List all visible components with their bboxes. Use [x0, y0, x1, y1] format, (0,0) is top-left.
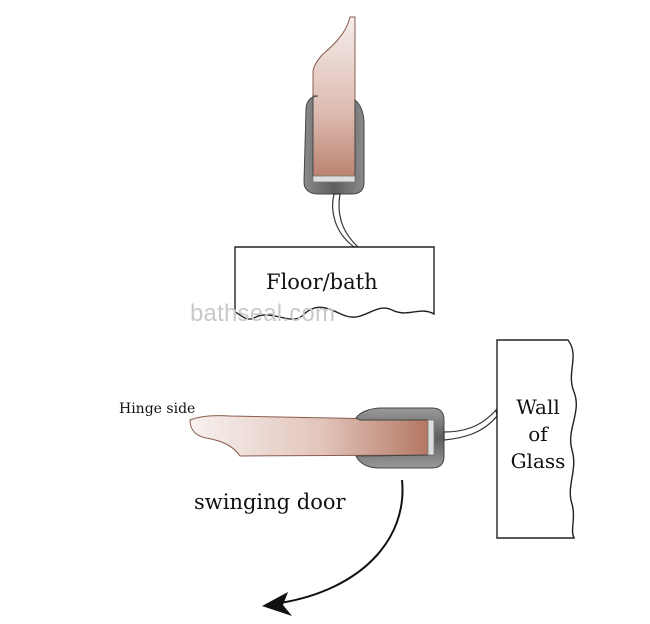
bottom-seal-profile: [303, 95, 365, 195]
wall-of-glass-box: [496, 339, 577, 539]
wall-label-line3: Glass: [510, 449, 566, 473]
watermark: bathseal.com: [190, 300, 336, 327]
hinge-side-label: Hinge side: [119, 401, 196, 417]
floor-bath-box: [234, 246, 435, 320]
side-seal-profile: [355, 407, 445, 469]
horizontal-glass-door: [189, 415, 433, 457]
swinging-door-label: swinging door: [194, 490, 346, 514]
floor-bath-label: Floor/bath: [266, 270, 378, 294]
side-seal-fin: [443, 408, 498, 441]
swing-direction-arrow: [262, 479, 404, 616]
wall-label-line2: of: [528, 422, 548, 446]
vertical-glass-panel: [312, 16, 356, 181]
wall-of-glass-label: Wall of Glass: [503, 394, 573, 475]
wall-label-line1: Wall: [516, 395, 560, 419]
seal-fin: [332, 193, 360, 248]
